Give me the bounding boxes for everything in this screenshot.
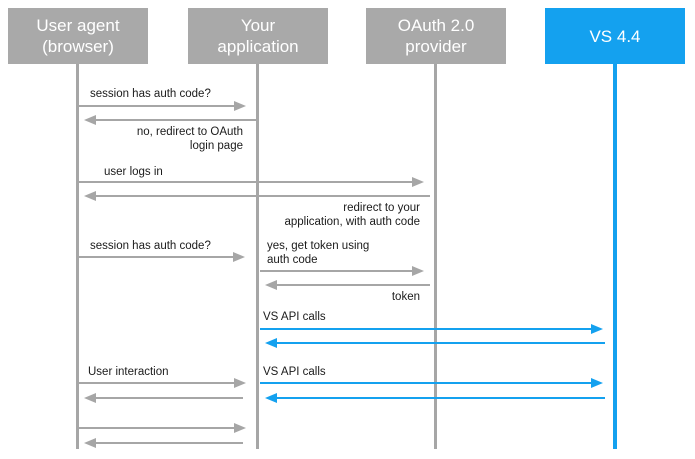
message-arrow bbox=[260, 266, 424, 276]
actor-label: User agent bbox=[36, 16, 120, 35]
actor-box-oauth-provider: OAuth 2.0 provider bbox=[366, 8, 506, 64]
message-arrow bbox=[84, 393, 243, 403]
message-label: yes, get token using auth code bbox=[267, 239, 369, 267]
message-arrow bbox=[260, 324, 603, 334]
message-arrow bbox=[79, 423, 246, 433]
message-arrow bbox=[84, 191, 430, 201]
message-label: user logs in bbox=[104, 166, 163, 178]
message-label: session has auth code? bbox=[90, 240, 211, 252]
lifeline-your-application bbox=[256, 64, 259, 449]
lifeline-oauth-provider bbox=[434, 64, 437, 449]
message-label: VS API calls bbox=[263, 311, 326, 323]
message-label: session has auth code? bbox=[90, 88, 211, 100]
actor-label: (browser) bbox=[42, 37, 114, 56]
message-arrow bbox=[84, 115, 258, 125]
actor-label: Your bbox=[240, 16, 276, 35]
actor-box-user-agent: User agent (browser) bbox=[8, 8, 148, 64]
message-label-line: redirect to your bbox=[343, 202, 420, 214]
actor-label: OAuth 2.0 bbox=[397, 16, 475, 35]
actor-box-your-application: Your application bbox=[188, 8, 328, 64]
message-label: token bbox=[391, 291, 420, 303]
message-label-line: yes, get token using bbox=[267, 240, 370, 252]
message-label-line: no, redirect to OAuth bbox=[136, 126, 243, 138]
message-label: VS API calls bbox=[263, 366, 326, 378]
actor-label: VS 4.4 bbox=[589, 26, 641, 46]
message-arrow bbox=[84, 438, 243, 448]
actor-label: application bbox=[217, 37, 299, 56]
message-arrow bbox=[79, 378, 246, 388]
message-arrow bbox=[265, 393, 605, 403]
message-label: redirect to your application, with auth … bbox=[250, 201, 420, 229]
message-label: no, redirect to OAuth login page bbox=[100, 125, 243, 153]
message-arrow bbox=[79, 177, 424, 187]
actor-box-vs: VS 4.4 bbox=[545, 8, 685, 64]
message-arrow bbox=[265, 280, 430, 290]
message-label: User interaction bbox=[88, 366, 169, 378]
actor-label: provider bbox=[405, 37, 467, 56]
message-arrow bbox=[79, 252, 245, 262]
message-arrow bbox=[260, 378, 603, 388]
lifeline-user-agent bbox=[76, 64, 79, 449]
message-arrow bbox=[79, 101, 246, 111]
lifeline-vs bbox=[613, 64, 617, 449]
message-label-line: application, with auth code bbox=[284, 216, 420, 228]
message-arrow bbox=[265, 338, 605, 348]
message-label-line: login page bbox=[189, 140, 243, 152]
message-label-line: auth code bbox=[267, 254, 318, 266]
